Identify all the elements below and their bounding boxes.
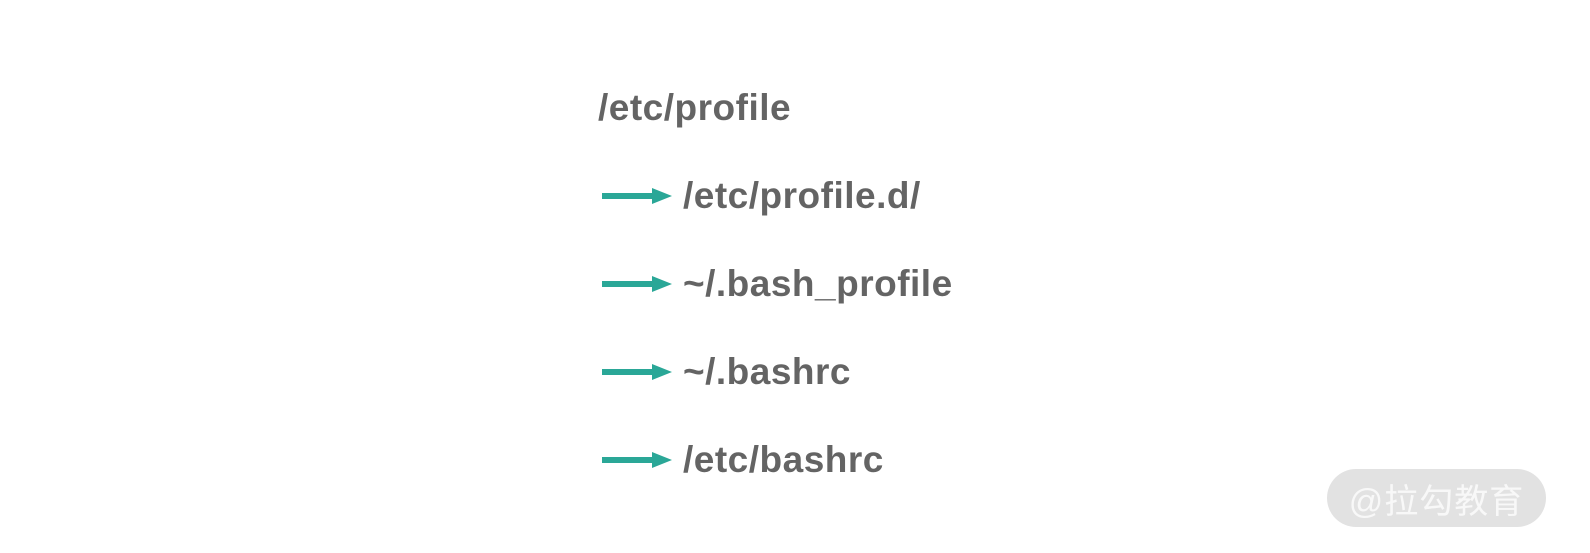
watermark-badge: @拉勾教育 [1327,469,1546,527]
right-arrow-icon [602,276,672,292]
right-arrow-icon [602,188,672,204]
diagram-row: /etc/bashrc [598,416,953,504]
file-path-label: ~/.bashrc [683,351,852,392]
diagram-title-row: /etc/profile [598,64,953,152]
file-path-label: /etc/bashrc [683,439,884,480]
bash-config-diagram: /etc/profile /etc/profile.d/ ~/.bash_pro… [598,64,953,504]
right-arrow-icon [602,452,672,468]
file-path-label: /etc/profile.d/ [683,175,921,216]
diagram-row: ~/.bashrc [598,328,953,416]
file-path-label: ~/.bash_profile [683,263,953,304]
diagram-title: /etc/profile [598,87,792,128]
right-arrow-icon [602,364,672,380]
diagram-row: /etc/profile.d/ [598,152,953,240]
diagram-row: ~/.bash_profile [598,240,953,328]
watermark-text: @拉勾教育 [1348,482,1525,521]
